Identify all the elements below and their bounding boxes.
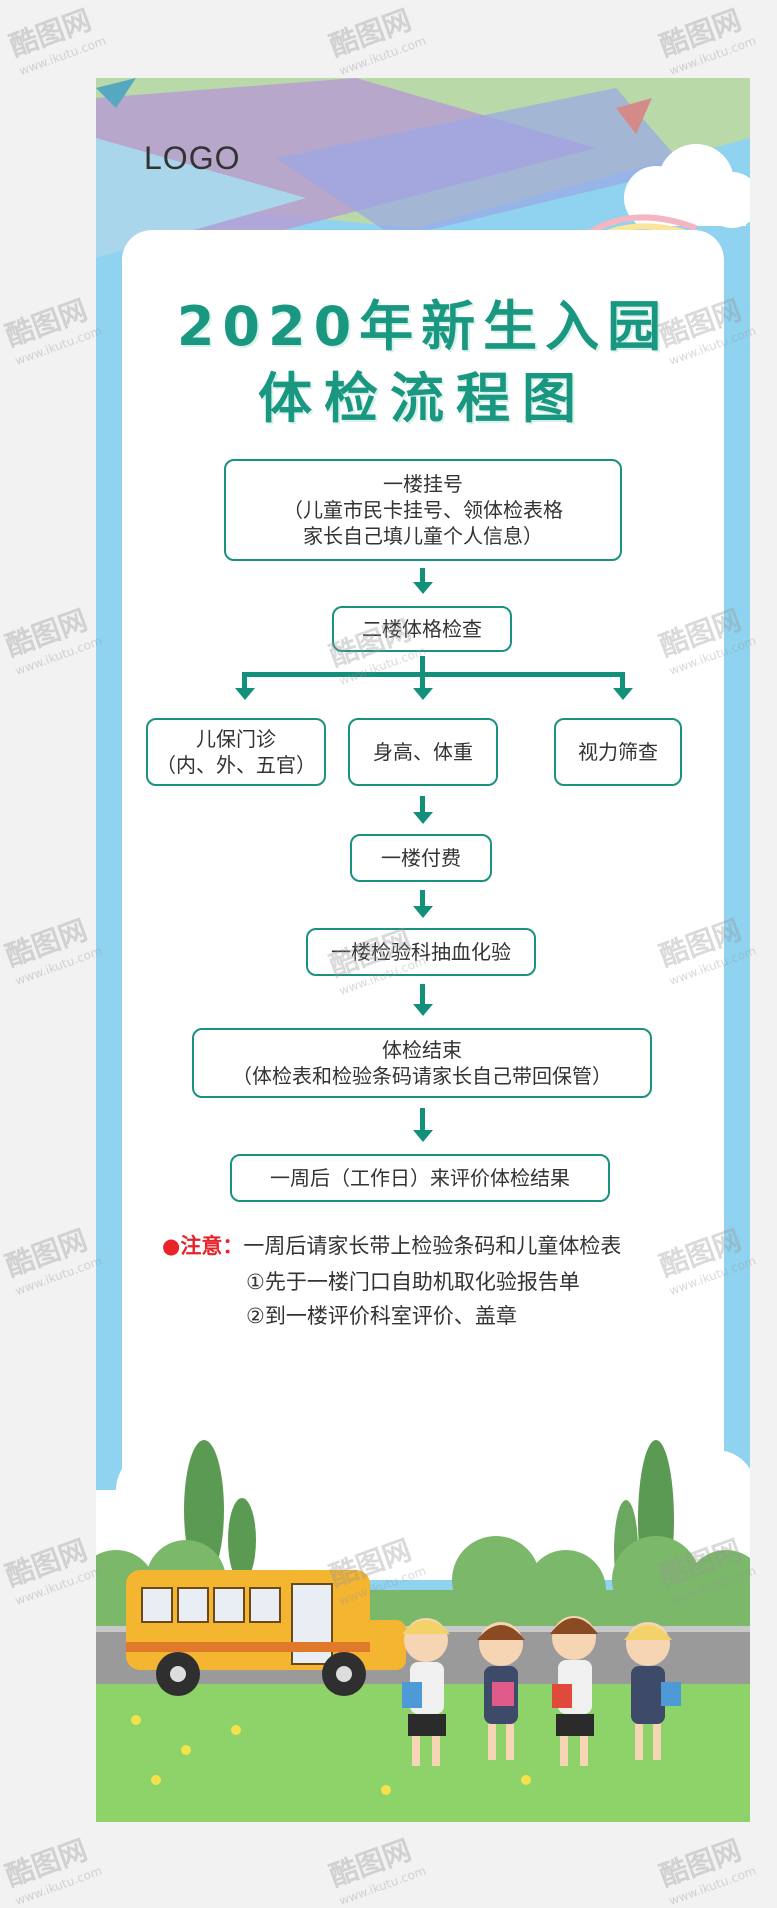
children-icon bbox=[402, 1616, 681, 1766]
step-detail: 家长自己填儿童个人信息） bbox=[303, 524, 543, 548]
step-register-box: 一楼挂号 （儿童市民卡挂号、领体检表格 家长自己填儿童个人信息） bbox=[224, 459, 622, 561]
arrow-down-icon bbox=[235, 688, 255, 700]
step-height-weight-box: 身高、体重 bbox=[348, 718, 498, 786]
flow-arrow bbox=[420, 568, 425, 584]
note-line-2: ①先于一楼门口自助机取化验报告单 bbox=[246, 1270, 580, 1294]
flow-arrow bbox=[242, 672, 247, 690]
step-label: 一楼挂号 bbox=[383, 472, 463, 496]
flow-arrow bbox=[420, 1108, 425, 1132]
cloud-icon bbox=[624, 144, 750, 230]
step-pediatric-clinic-box: 儿保门诊 （内、外、五官） bbox=[146, 718, 326, 786]
top-decoration bbox=[96, 78, 750, 293]
flow-arrow bbox=[420, 656, 425, 674]
page-title: 2020年新生入园 bbox=[176, 295, 670, 358]
step-vision-box: 视力筛查 bbox=[554, 718, 682, 786]
step-result-review-box: 一周后（工作日）来评价体检结果 bbox=[230, 1154, 610, 1202]
step-blood-test-box: 一楼检验科抽血化验 bbox=[306, 928, 536, 976]
flow-arrow bbox=[420, 890, 425, 908]
page-subtitle: 体检流程图 bbox=[258, 367, 588, 430]
bullet-dot-icon: ● bbox=[162, 1234, 181, 1258]
poster-banner: LOGO 2020年新生入园 体检流程图 一楼挂号 （儿童市民卡挂号、领体检表格… bbox=[96, 78, 750, 1822]
arrow-down-icon bbox=[413, 688, 433, 700]
flow-arrow bbox=[420, 984, 425, 1006]
flow-arrow bbox=[420, 672, 425, 690]
note-line-3: ②到一楼评价科室评价、盖章 bbox=[246, 1304, 517, 1328]
school-bus-icon bbox=[126, 1570, 406, 1696]
flow-arrow bbox=[420, 796, 425, 814]
logo: LOGO bbox=[144, 140, 241, 176]
arrow-down-icon bbox=[413, 582, 433, 594]
step-payment-box: 一楼付费 bbox=[350, 834, 492, 882]
step-detail: （儿童市民卡挂号、领体检表格 bbox=[283, 498, 563, 522]
branch-line bbox=[242, 672, 625, 677]
arrow-down-icon bbox=[413, 812, 433, 824]
step-exam-end-box: 体检结束 （体检表和检验条码请家长自己带回保管） bbox=[192, 1028, 652, 1098]
arrow-down-icon bbox=[413, 1130, 433, 1142]
step-physical-exam-box: 二楼体格检查 bbox=[332, 606, 512, 652]
flow-arrow bbox=[620, 672, 625, 690]
arrow-down-icon bbox=[613, 688, 633, 700]
arrow-down-icon bbox=[413, 1004, 433, 1016]
school-scene-illustration bbox=[96, 1430, 750, 1822]
arrow-down-icon bbox=[413, 906, 433, 918]
note-line-1: ●注意：一周后请家长带上检验条码和儿童体检表 bbox=[162, 1234, 622, 1258]
